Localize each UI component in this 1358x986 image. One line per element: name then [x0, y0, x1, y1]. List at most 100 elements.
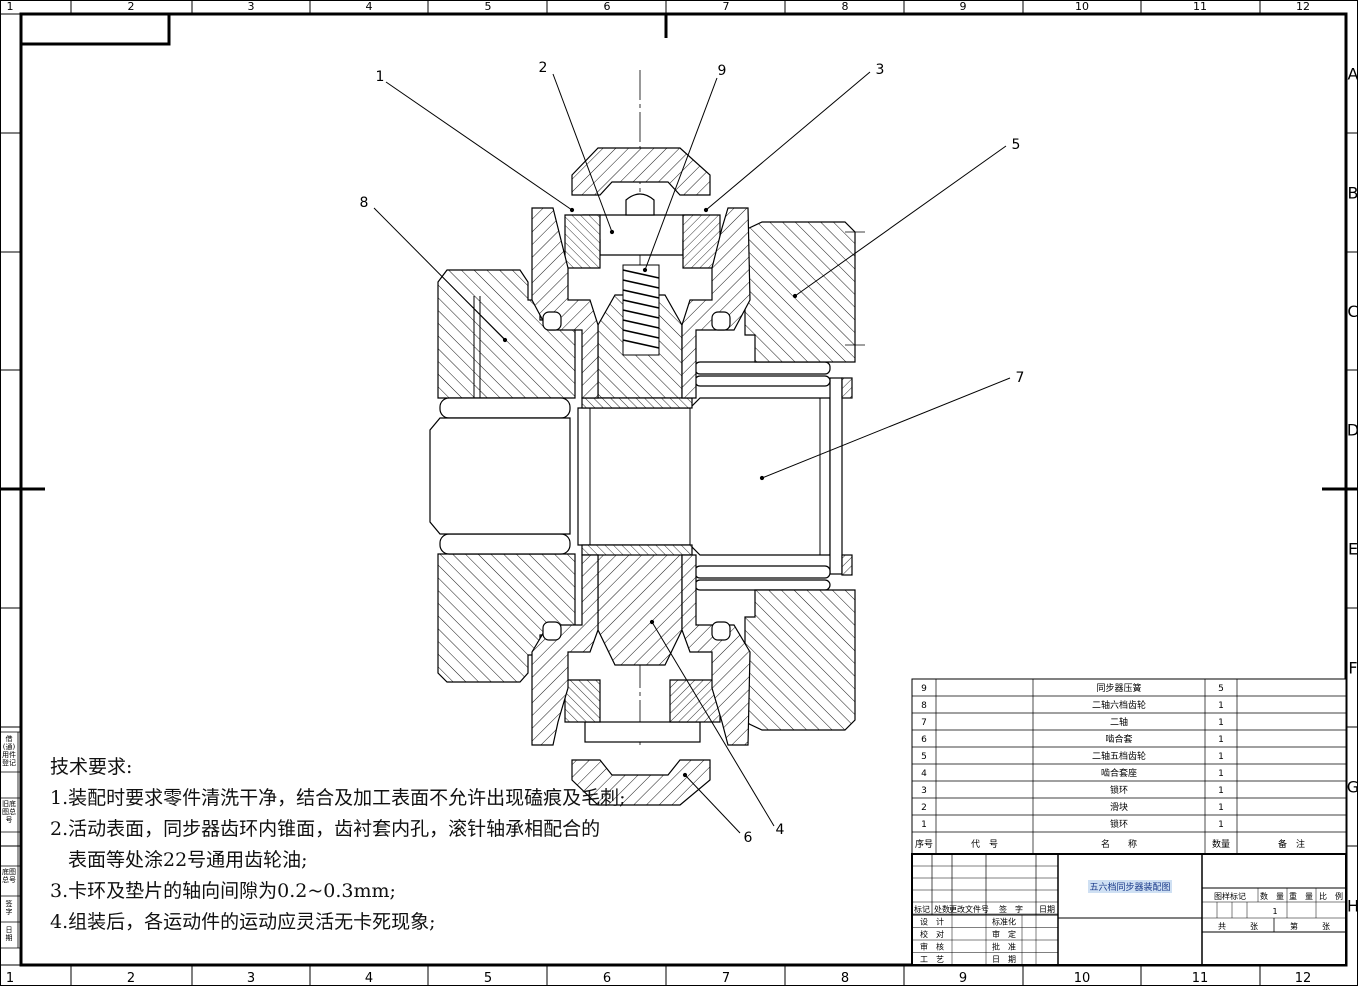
zone-col-top-5: 5	[485, 0, 492, 13]
bom-no-7: 7	[921, 718, 927, 728]
stage-header-2: 重 量	[1289, 891, 1313, 901]
zone-row-D: D	[1347, 421, 1358, 440]
leader-line-7	[761, 377, 1011, 479]
zone-col-bottom-2: 2	[127, 971, 135, 986]
callout-4: 4	[776, 822, 785, 838]
leader-line-2	[552, 73, 613, 233]
leader-dot-1	[569, 207, 575, 213]
leader-dot-7	[759, 475, 765, 481]
zone-row-E: E	[1348, 540, 1358, 559]
bom-no-2: 2	[921, 803, 927, 813]
bom-name-5: 二轴五档齿轮	[1092, 750, 1146, 762]
zone-row-ticks	[0, 132, 1358, 847]
bom-no-8: 8	[921, 701, 927, 711]
part-1-lock-ring-upper	[564, 214, 601, 269]
side-label-old-base: 旧底图总号	[2, 800, 16, 824]
part-1-lock-ring-lower	[564, 679, 601, 723]
zone-col-bottom-12: 12	[1295, 971, 1312, 986]
leader-dot-3	[703, 207, 709, 213]
part-6-sleeve-lower	[571, 759, 711, 806]
bom-name-1: 锁环	[1110, 818, 1128, 830]
bom-name-4: 啮合套座	[1101, 767, 1137, 779]
zone-col-bottom-11: 11	[1192, 971, 1209, 986]
zone-col-top-9: 9	[960, 0, 967, 13]
bom-name-3: 锁环	[1110, 784, 1128, 796]
title-block: 标记处数更改文件号签 字日期设 计标准化校 对审 定审 核批 准工 艺日 期五六…	[911, 853, 1347, 966]
stage-header-3: 比 例	[1319, 891, 1343, 901]
bom-name-8: 二轴六档齿轮	[1092, 699, 1146, 711]
rev-header-4: 日期	[1039, 905, 1055, 914]
zone-col-top-6: 6	[604, 0, 611, 13]
bom-qty-8: 1	[1218, 701, 1224, 711]
bom-no-4: 4	[921, 769, 927, 779]
callout-7: 7	[1016, 370, 1025, 386]
bom-name-2: 滑块	[1110, 801, 1128, 813]
leader-line-3	[705, 71, 871, 211]
zone-col-top-7: 7	[723, 0, 730, 13]
tech-item-4: 4.组装后，各运动件的运动应灵活无卡死现象;	[50, 911, 436, 933]
bom-qty-9: 5	[1218, 684, 1224, 694]
zone-col-bottom-8: 8	[841, 971, 849, 986]
bom-no-9: 9	[921, 684, 927, 694]
callout-3: 3	[876, 62, 885, 78]
callout-1: 1	[376, 69, 385, 85]
zone-row-C: C	[1347, 302, 1358, 321]
binding-strip	[0, 731, 21, 949]
zone-column-ticks	[70, 0, 1261, 986]
bom-qty-1: 1	[1218, 820, 1224, 830]
zone-col-top-10: 10	[1075, 0, 1089, 13]
zone-col-top-11: 11	[1193, 0, 1207, 13]
shaft-end-left	[429, 417, 571, 535]
part-8-gear-lower	[437, 553, 576, 683]
sheet-info-1: 张	[1250, 922, 1258, 931]
part-7-shaft	[577, 397, 831, 556]
leader-dot-9	[642, 267, 648, 273]
leader-line-8	[373, 207, 506, 341]
role-left-1: 校 对	[920, 929, 944, 939]
side-label-borrowed: 借(通)用件登记	[2, 735, 16, 767]
zone-col-bottom-5: 5	[484, 971, 492, 986]
bom-no-5: 5	[921, 752, 927, 762]
role-left-3: 工 艺	[920, 955, 944, 964]
callout-2: 2	[539, 60, 548, 76]
bom-name-9: 同步器压簧	[1096, 682, 1141, 694]
qty-value: 1	[1272, 907, 1277, 916]
callout-8: 8	[360, 195, 369, 211]
zone-col-bottom-9: 9	[959, 971, 967, 986]
tech-item-2: 2.活动表面，同步器齿环内锥面，齿衬套内孔，滚针轴承相配合的	[50, 818, 601, 840]
part-3-lock-ring-lower	[669, 679, 721, 723]
tech-item-2-cont: 表面等处涂22号通用齿轮油;	[68, 849, 308, 871]
assembly-section-view	[429, 70, 865, 806]
zone-col-bottom-1: 1	[6, 971, 14, 986]
needle-bearing-upper	[439, 397, 571, 419]
leader-line-5	[794, 145, 1007, 297]
leader-line-1	[385, 81, 573, 211]
role-right-0: 标准化	[992, 917, 1016, 927]
side-label-base: 底图总号	[2, 868, 16, 884]
zone-col-bottom-3: 3	[247, 971, 255, 986]
zone-row-H: H	[1347, 897, 1358, 916]
stage-header-0: 图样标记	[1214, 891, 1246, 901]
bom-header-qty: 数量	[1212, 838, 1230, 850]
bom-no-6: 6	[921, 735, 927, 745]
callout-6: 6	[744, 830, 753, 846]
zone-col-top-8: 8	[842, 0, 849, 13]
drawing-title: 五六档同步器装配图	[1089, 881, 1170, 893]
zone-col-top-12: 12	[1296, 0, 1310, 13]
leader-dot-5	[792, 293, 798, 299]
stage-header-1: 数 量	[1260, 891, 1284, 901]
side-label-date: 日 期	[5, 926, 20, 942]
bom-no-1: 1	[921, 820, 927, 830]
zone-row-B: B	[1348, 184, 1358, 203]
bom-name-6: 啮合套	[1105, 733, 1132, 745]
part-5-gear-lower	[744, 589, 856, 731]
sheet-info-3: 张	[1322, 922, 1330, 931]
bom-header-code: 代 号	[971, 839, 998, 850]
tech-item-3: 3.卡环及垫片的轴向间隙为0.2~0.3mm;	[50, 880, 396, 902]
role-left-2: 审 核	[920, 942, 944, 952]
part-9-spring	[622, 264, 660, 356]
bom-qty-6: 1	[1218, 735, 1224, 745]
